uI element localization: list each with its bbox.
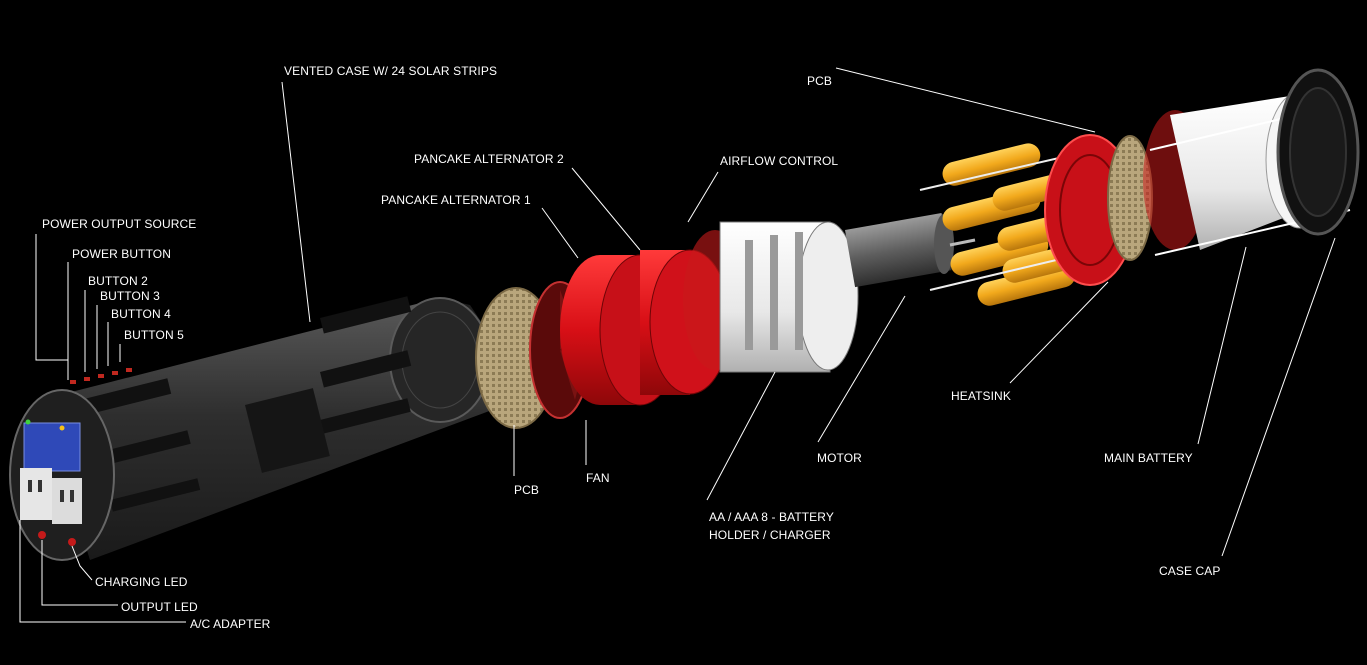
label-button-4: BUTTON 4: [111, 307, 171, 321]
output-led-dot: [38, 531, 46, 539]
display-screen: [23, 422, 81, 472]
label-pcb-bottom: PCB: [514, 483, 539, 497]
case-buttons: [70, 368, 132, 384]
label-pancake-alternator-2: PANCAKE ALTERNATOR 2: [414, 152, 564, 166]
case-control-face: [9, 389, 115, 561]
label-button-5: BUTTON 5: [124, 328, 184, 342]
label-case-cap: CASE CAP: [1159, 564, 1221, 578]
case-cap: [1276, 68, 1360, 236]
label-button-2: BUTTON 2: [88, 274, 148, 288]
label-heatsink: HEATSINK: [951, 389, 1011, 403]
pancake-alternator-1: [560, 254, 681, 406]
label-charging-led: CHARGING LED: [95, 575, 188, 589]
label-battery-holder-line1: AA / AAA 8 - BATTERY: [709, 510, 834, 524]
label-vented-case: VENTED CASE W/ 24 SOLAR STRIPS: [284, 64, 498, 78]
label-airflow-control: AIRFLOW CONTROL: [720, 154, 839, 168]
label-power-button: POWER BUTTON: [72, 247, 171, 261]
ac-outlet: [20, 468, 82, 524]
label-motor: MOTOR: [817, 451, 862, 465]
charging-led-dot: [68, 538, 76, 546]
label-fan: FAN: [586, 471, 610, 485]
battery-holder-charger: [683, 221, 859, 373]
label-button-3: BUTTON 3: [100, 289, 160, 303]
label-main-battery: MAIN BATTERY: [1104, 451, 1193, 465]
leader-lines: [19, 67, 1336, 623]
vented-case: [40, 296, 500, 560]
label-power-output-source: POWER OUTPUT SOURCE: [42, 217, 197, 231]
label-battery-holder-line2: HOLDER / CHARGER: [709, 528, 831, 542]
label-pcb-top: PCB: [807, 74, 832, 88]
label-output-led: OUTPUT LED: [121, 600, 198, 614]
label-ac-adapter: A/C ADAPTER: [190, 617, 271, 631]
label-pancake-alternator-1: PANCAKE ALTERNATOR 1: [381, 193, 531, 207]
